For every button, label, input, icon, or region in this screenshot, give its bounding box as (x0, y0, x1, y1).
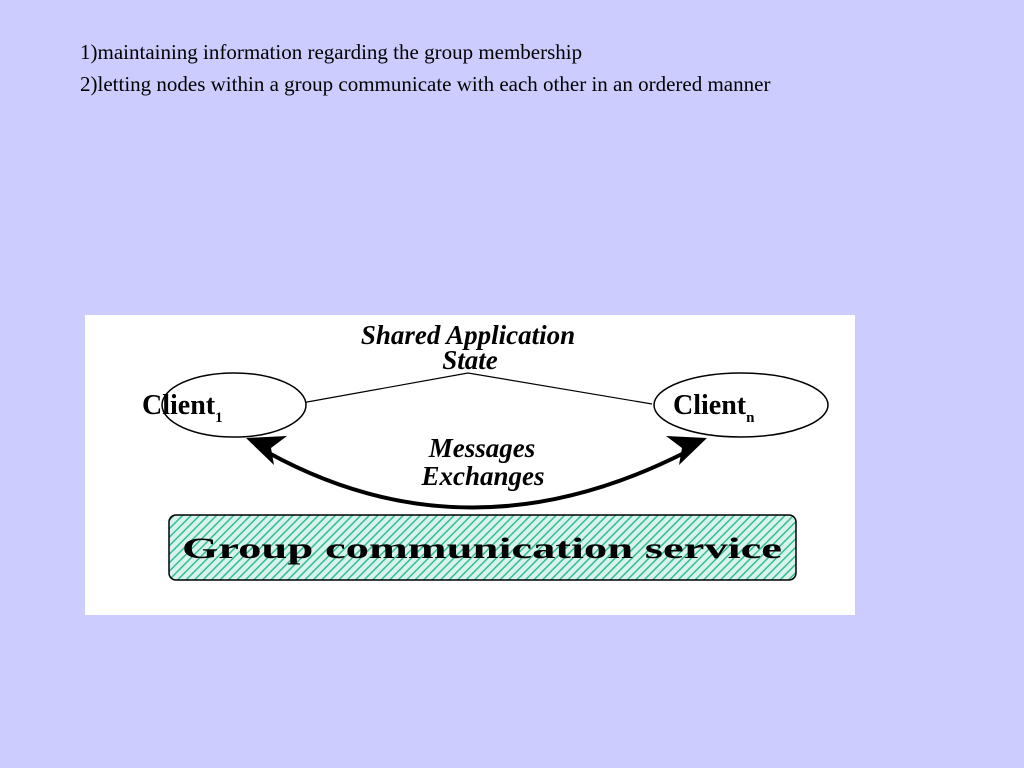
arrowhead-right-icon (666, 436, 707, 465)
group-communication-service-label: Group communication service (182, 532, 782, 565)
messages-label-line1: Messages (428, 433, 536, 463)
client-1-node (161, 372, 307, 438)
bullet-list: 1)maintaining information regarding the … (80, 36, 770, 100)
bullet-item-1: 1)maintaining information regarding the … (80, 40, 583, 64)
arrowhead-left-icon (246, 436, 287, 465)
group-communication-diagram: Shared Application State Client1 Clientn… (85, 315, 855, 615)
bullet-item-2: 2)letting nodes within a group communica… (80, 72, 771, 96)
group-communication-service-box (168, 514, 797, 581)
svg-text:Clientn: Clientn (673, 390, 755, 426)
messages-label-line2: Exchanges (420, 461, 544, 491)
client-n-subscript: n (746, 410, 755, 426)
message-exchange-arrow (266, 450, 687, 510)
shared-state-connector (295, 372, 653, 405)
svg-text:Client1: Client1 (142, 390, 223, 426)
shared-state-label-line1: Shared Application (361, 320, 575, 350)
client-n-label: Client (673, 390, 747, 421)
client-1-label: Client (142, 390, 216, 421)
client-1-subscript: 1 (215, 410, 223, 426)
diagram-canvas: Shared Application State Client1 Clientn… (142, 320, 829, 581)
client-n-node (653, 372, 829, 438)
shared-state-label-line2: State (442, 345, 498, 375)
